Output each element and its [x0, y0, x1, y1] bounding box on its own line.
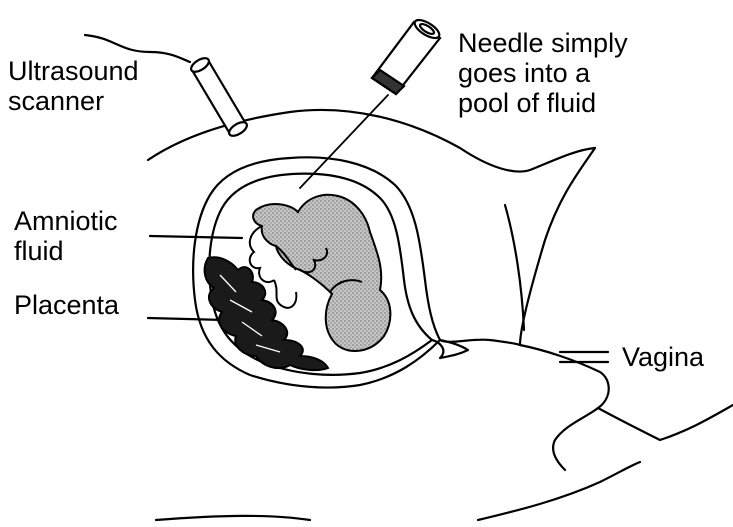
needle-shaft [300, 95, 388, 188]
spine-curve [505, 205, 524, 330]
placenta-label-text: Placenta [14, 290, 119, 320]
amniotic-label-line-2: fluid [14, 236, 118, 266]
bottom-outline [156, 516, 310, 520]
vagina-label-text: Vagina [622, 342, 704, 372]
ultrasound-scanner-label: Ultrasound scanner [8, 56, 139, 116]
amniotic-fluid-label: Amniotic fluid [14, 206, 118, 266]
ultrasound-probe [189, 55, 249, 138]
placenta-label: Placenta [14, 290, 119, 320]
amniotic-label-line-1: Amniotic [14, 206, 118, 236]
needle-label: Needle simply goes into a pool of fluid [458, 28, 628, 118]
syringe [372, 16, 442, 94]
amniotic-pointer [150, 236, 242, 238]
lower-body-outline [520, 345, 609, 470]
ultrasound-label-line-1: Ultrasound [8, 56, 139, 86]
abdomen-outline [148, 110, 595, 172]
placenta-pointer [148, 318, 225, 320]
needle-label-line-2: goes into a [458, 58, 628, 88]
needle-label-line-3: pool of fluid [458, 88, 628, 118]
leg-outline [598, 405, 733, 440]
needle-label-line-1: Needle simply [458, 28, 628, 58]
thigh-outline [478, 462, 640, 520]
back-outline [520, 148, 595, 345]
vagina-label: Vagina [622, 342, 704, 372]
cervix [432, 340, 468, 358]
ultrasound-label-line-2: scanner [8, 86, 139, 116]
